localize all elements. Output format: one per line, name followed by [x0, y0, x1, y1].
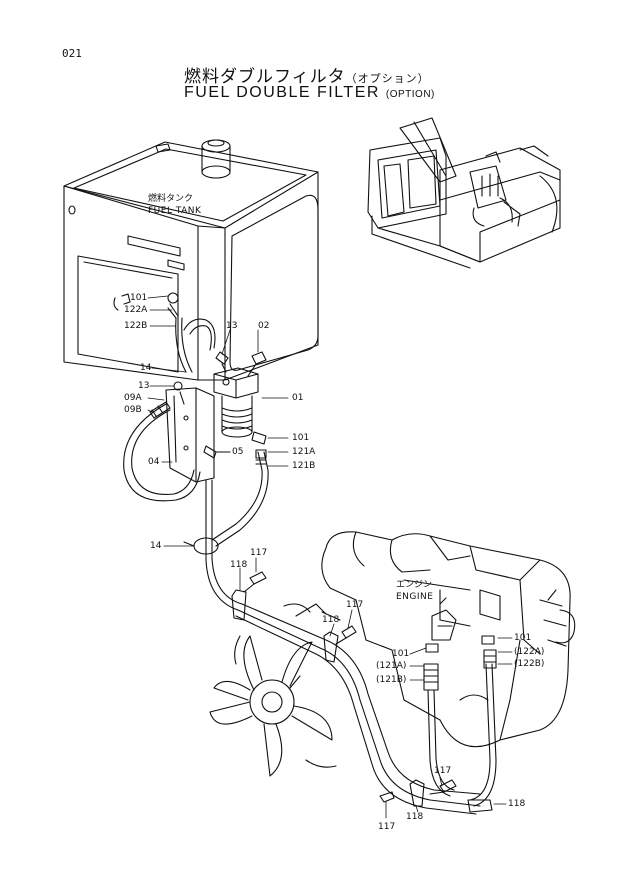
callout-117-b: 117 [346, 600, 364, 610]
engine-label-jp: エンジン [396, 580, 433, 590]
engine-drawing [209, 531, 576, 777]
callout-121b: 121B [292, 461, 316, 471]
title-english-option: (OPTION) [385, 89, 435, 100]
callout-122a-tank: 122A [124, 305, 148, 315]
callout-13-top: 13 [226, 321, 238, 331]
callout-101-tank: 101 [130, 293, 148, 303]
callout-118-b: 118 [322, 615, 340, 625]
callout-122b-tank: 122B [124, 321, 148, 331]
callout-14-top: 14 [140, 363, 152, 373]
leader-lines [147, 295, 513, 819]
callout-13-left: 13 [138, 381, 150, 391]
title-english: FUEL DOUBLE FILTER (OPTION) [184, 84, 435, 102]
callout-121a-paren: (121A) [376, 661, 407, 671]
callout-101-engine-left: 101 [392, 649, 410, 659]
callout-117-c: 117 [434, 766, 452, 776]
title-japanese-main: 燃料ダブルフィルタ [184, 67, 346, 87]
fuel-hoses-drawing [123, 317, 497, 815]
callout-14-bottom: 14 [150, 541, 162, 551]
callout-101-engine-right: 101 [514, 633, 532, 643]
callout-01: 01 [292, 393, 304, 403]
title-english-main: FUEL DOUBLE FILTER [184, 84, 380, 101]
title-japanese-option: （オプション） [345, 72, 430, 85]
callout-121a: 121A [292, 447, 316, 457]
fuel-tank-label-jp: 燃料タンク [148, 194, 194, 204]
callout-09a: 09A [124, 393, 142, 403]
callout-02: 02 [258, 321, 270, 331]
filter-assembly-drawing [165, 351, 267, 483]
callout-04: 04 [148, 457, 160, 467]
fuel-tank-drawing [63, 139, 319, 381]
title-japanese: 燃料ダブルフィルタ（オプション） [184, 62, 430, 87]
callout-118-d: 118 [508, 799, 526, 809]
callout-122b-paren: (122B) [514, 659, 545, 669]
callout-121b-paren: (121B) [376, 675, 407, 685]
callout-101-filter: 101 [292, 433, 310, 443]
callout-117-d: 117 [378, 822, 396, 832]
callout-09b: 09B [124, 405, 142, 415]
callout-118-c: 118 [406, 812, 424, 822]
machine-thumbnail-drawing [367, 117, 561, 269]
callout-117-a: 117 [250, 548, 268, 558]
callout-118-a: 118 [230, 560, 248, 570]
fuel-tank-label-en: FUEL TANK [148, 206, 202, 216]
page-number: 021 [62, 47, 82, 60]
callout-122a-paren: (122A) [514, 647, 545, 657]
callout-05: 05 [232, 447, 244, 457]
engine-label-en: ENGINE [396, 592, 434, 602]
